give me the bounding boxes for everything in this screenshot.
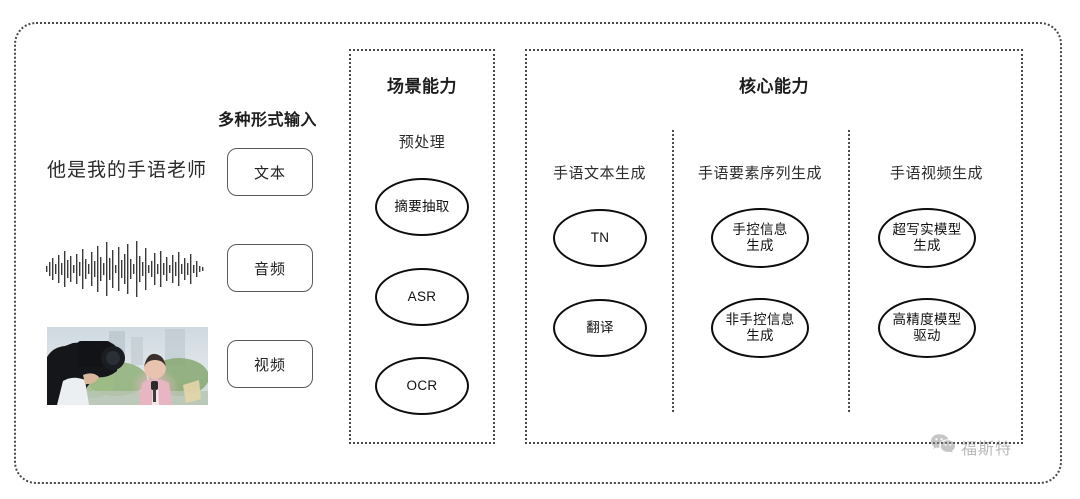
- wechat-icon: [930, 433, 956, 460]
- core-node-tn[interactable]: TN: [553, 209, 647, 267]
- modality-pill-text[interactable]: 文本: [227, 148, 313, 196]
- core-node-hyperrealistic-model-generation[interactable]: 超写实模型 生成: [878, 208, 976, 268]
- input-section-heading: 多种形式输入: [218, 112, 318, 129]
- scene-node-ocr[interactable]: OCR: [375, 357, 469, 415]
- scene-panel-title: 场景能力: [387, 77, 457, 96]
- core-column-divider-1: [672, 130, 674, 412]
- modality-pill-audio[interactable]: 音频: [227, 244, 313, 292]
- core-node-manual-info-generation[interactable]: 手控信息 生成: [711, 208, 809, 268]
- core-node-nonmanual-info-generation[interactable]: 非手控信息 生成: [711, 298, 809, 358]
- watermark: 福斯特: [930, 433, 1012, 460]
- core-capability-panel: 核心能力 手语文本生成 TN 翻译 手语要素序列生成 手控信息 生成 非手控信息…: [525, 49, 1023, 444]
- modality-pill-video[interactable]: 视频: [227, 340, 313, 388]
- scene-capability-panel: 场景能力 预处理 摘要抽取 ASR OCR: [349, 49, 495, 444]
- core-column-heading-sign-elements: 手语要素序列生成: [697, 165, 822, 182]
- core-node-translation[interactable]: 翻译: [553, 299, 647, 357]
- scene-group-heading-preprocess: 预处理: [398, 134, 446, 151]
- outer-frame: [14, 22, 1062, 484]
- watermark-text: 福斯特: [961, 440, 1013, 458]
- core-column-divider-2: [848, 130, 850, 412]
- core-column-heading-sign-text: 手语文本生成: [552, 165, 646, 182]
- scene-node-asr[interactable]: ASR: [375, 268, 469, 326]
- core-column-heading-sign-video: 手语视频生成: [889, 165, 983, 182]
- core-node-high-precision-model-drive[interactable]: 高精度模型 驱动: [878, 298, 976, 358]
- sample-sentence-text: 他是我的手语老师: [47, 160, 208, 181]
- core-panel-title: 核心能力: [739, 77, 809, 96]
- scene-node-summary-extraction[interactable]: 摘要抽取: [375, 178, 469, 236]
- video-thumbnail-icon: [47, 327, 208, 405]
- audio-waveform-icon: [44, 238, 207, 300]
